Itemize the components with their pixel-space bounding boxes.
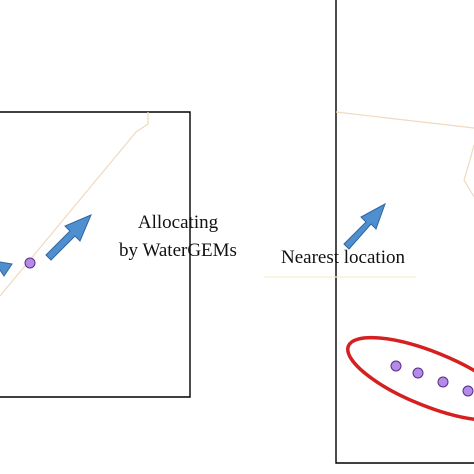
allocating-label: Allocating (137, 212, 219, 233)
right-panel (335, 0, 474, 464)
by-watergems-label: by WaterGEMs (119, 240, 237, 261)
right-arrow-visible-icon (343, 202, 386, 250)
right-node-4 (462, 385, 474, 397)
left-arrow-icon (45, 214, 92, 261)
right-panel-frame (335, 0, 474, 464)
highlight-ellipse (346, 335, 474, 423)
nearest-location-label: Nearest location (281, 247, 405, 268)
right-pipe-line (335, 111, 474, 129)
right-node-2 (412, 367, 424, 379)
left-pipe-line (0, 112, 149, 297)
left-arrow-partial-icon (0, 261, 13, 277)
left-panel (0, 111, 191, 398)
right-node-1 (390, 360, 402, 372)
left-node (24, 257, 36, 269)
left-panel-frame (0, 111, 191, 398)
right-pipe-branch (463, 144, 474, 198)
right-node-3 (437, 376, 449, 388)
